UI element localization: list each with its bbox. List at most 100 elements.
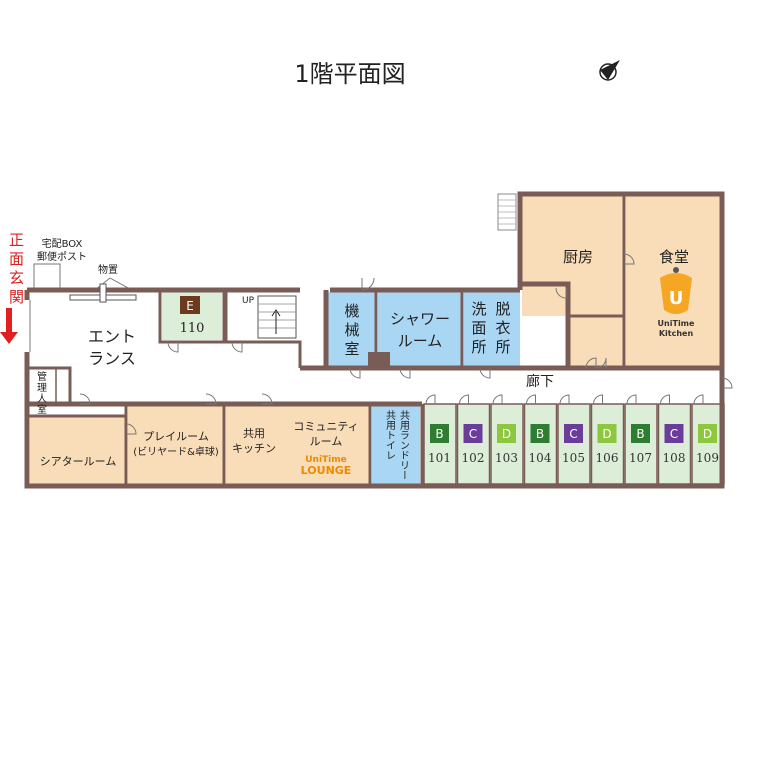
door-arc	[593, 394, 603, 405]
unit-type-label: B	[536, 427, 544, 441]
page-title: 1階平面図	[294, 60, 405, 88]
svg-text:玄: 玄	[9, 269, 24, 287]
entrance-arrow-icon	[0, 308, 18, 344]
shower-room	[378, 292, 462, 366]
door-arc	[459, 394, 469, 405]
unit-number-label: 101	[428, 451, 451, 465]
unit-number-label: 107	[629, 451, 652, 465]
door-arcs	[79, 253, 733, 435]
unit-room-108	[657, 403, 692, 485]
up-label: UP	[242, 296, 255, 306]
community-room	[226, 404, 370, 484]
unit-type-label: D	[703, 427, 712, 441]
pillar	[368, 352, 390, 368]
unit-type-label: C	[569, 427, 577, 441]
community-room-label: コミュニティ ルーム	[293, 420, 358, 448]
door-arc	[492, 394, 503, 405]
svg-text:(ビリヤード&卓球): (ビリヤード&卓球)	[133, 445, 219, 458]
main-entrance-label: 正 面 玄 関	[9, 231, 24, 306]
unit-type-label: C	[670, 427, 678, 441]
compass-icon	[599, 60, 620, 81]
svg-text:110: 110	[180, 321, 205, 336]
svg-text:洗: 洗	[471, 300, 486, 318]
unit-type-label: C	[469, 427, 477, 441]
unit-room-107	[624, 403, 658, 485]
laundry-toilet-label: 共用ランドリー 共用トイレ	[384, 410, 410, 480]
door-arc	[626, 394, 637, 405]
type-badge-D	[698, 424, 717, 443]
unit-room-106	[590, 403, 625, 485]
svg-text:共用ランドリー: 共用ランドリー	[398, 410, 410, 480]
svg-text:E: E	[186, 299, 194, 313]
unit-type-label: D	[502, 427, 511, 441]
unit-number-label: 109	[696, 451, 719, 465]
unit-number-label: 105	[562, 451, 585, 465]
svg-text:UniTime: UniTime	[305, 455, 347, 465]
unit-room-102	[456, 403, 491, 485]
unit-type-label: B	[636, 427, 644, 441]
pot-icon	[660, 273, 692, 314]
play-room-label: プレイルーム (ビリヤード&卓球)	[133, 430, 219, 458]
svg-text:衣: 衣	[495, 319, 510, 337]
svg-text:共用: 共用	[243, 427, 265, 440]
unit-room-103	[490, 403, 524, 485]
door-arc	[425, 394, 436, 405]
room-110-labels: E 110	[180, 296, 205, 336]
entrance-hall-label: エント ランス	[88, 327, 136, 368]
unit-number-label: 102	[462, 451, 485, 465]
svg-text:人: 人	[37, 393, 47, 405]
unit-room-109	[691, 403, 725, 485]
unit-number-label: 108	[663, 451, 686, 465]
svg-text:所: 所	[495, 338, 510, 356]
svg-text:室: 室	[37, 403, 47, 416]
svg-text:U: U	[669, 288, 684, 309]
svg-text:正: 正	[9, 231, 24, 249]
svg-text:ランス: ランス	[88, 349, 136, 368]
unit-type-label: B	[435, 427, 443, 441]
svg-text:コミュニティ: コミュニティ	[293, 420, 358, 433]
machine-room-label: 機 械 室	[344, 302, 359, 358]
svg-text:エント: エント	[88, 327, 136, 346]
svg-text:管: 管	[37, 370, 47, 383]
storage-label: 物置	[98, 263, 118, 276]
unit-room-105	[557, 403, 591, 485]
svg-text:ルーム: ルーム	[398, 332, 443, 350]
svg-text:キッチン: キッチン	[232, 442, 276, 455]
unit-room-101	[423, 403, 457, 485]
unitime-kitchen-logo: U UniTime Kitchen	[658, 267, 695, 338]
svg-text:関: 関	[9, 288, 24, 306]
svg-text:理: 理	[37, 382, 47, 394]
outer-stairs-icon	[497, 193, 517, 231]
lounge-logo: UniTime LOUNGE	[301, 455, 352, 477]
mailbox-label: 宅配BOX 郵便ポスト	[37, 237, 87, 263]
type-badge-E	[180, 296, 200, 314]
type-badge-D	[497, 424, 516, 443]
svg-text:郵便ポスト: 郵便ポスト	[37, 250, 87, 263]
svg-text:ルーム: ルーム	[310, 435, 343, 448]
type-badge-B	[530, 424, 550, 443]
svg-text:所: 所	[471, 338, 486, 356]
svg-text:Kitchen: Kitchen	[659, 329, 694, 338]
door-arc	[693, 394, 704, 405]
type-badge-D	[597, 424, 617, 443]
svg-text:機: 機	[344, 302, 359, 320]
kitchen-room	[522, 196, 624, 316]
svg-text:室: 室	[344, 340, 359, 358]
theater-room	[30, 416, 126, 484]
door-arc	[559, 394, 570, 405]
type-badge-B	[430, 424, 449, 443]
wash-room-label: 洗 面 所	[471, 300, 486, 356]
type-badge-C	[564, 424, 583, 443]
svg-text:プレイルーム: プレイルーム	[143, 430, 209, 443]
dining-room-label: 食堂	[659, 248, 689, 266]
svg-text:宅配BOX: 宅配BOX	[42, 237, 83, 250]
unit-number-label: 104	[529, 451, 552, 465]
svg-text:面: 面	[471, 319, 486, 337]
unit-number-label: 103	[495, 451, 518, 465]
corridor-label: 廊下	[526, 373, 554, 390]
svg-text:共用トイレ: 共用トイレ	[384, 410, 396, 460]
unit-type-label: D	[602, 427, 611, 441]
type-badge-B	[631, 424, 650, 443]
theater-room-label: シアタールーム	[40, 455, 117, 468]
